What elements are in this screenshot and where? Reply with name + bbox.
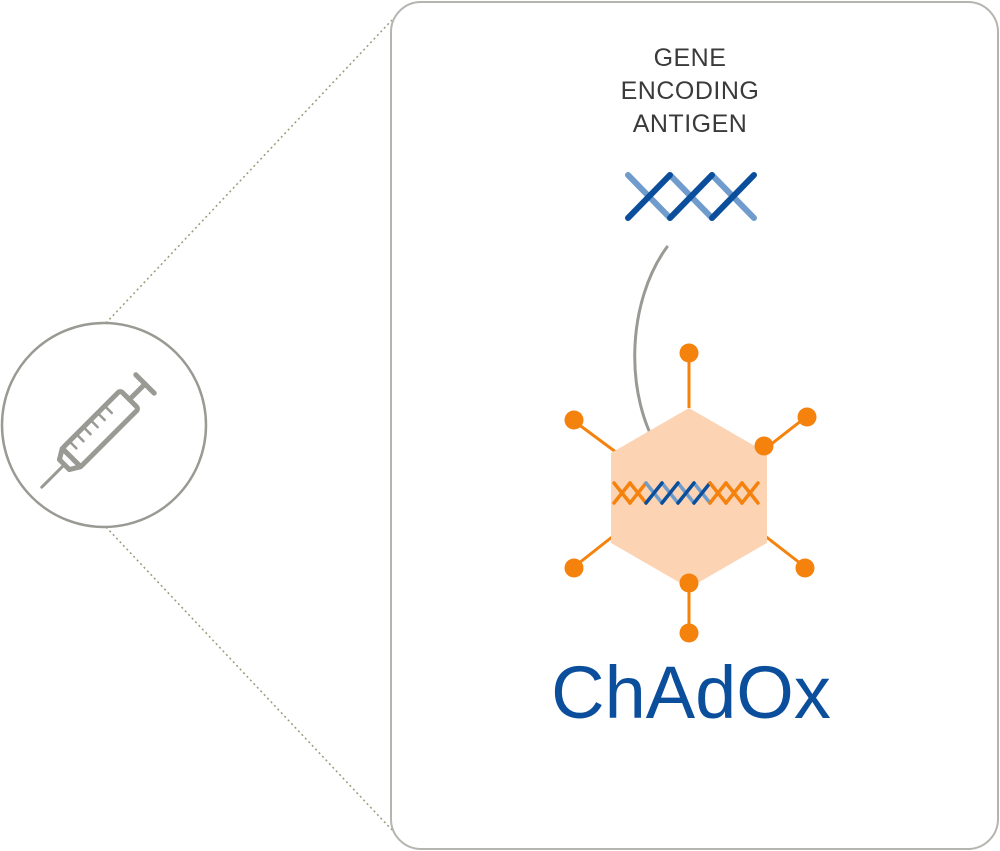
gene-label-line3: ANTIGEN [633,110,748,138]
viral-genome-helix [612,481,760,505]
virus-spike-heads [564,343,817,643]
vector-name: ChAdOx [551,651,831,734]
dna-helix-icon [625,172,757,221]
adenovirus-icon [564,343,817,643]
gene-label: GENE ENCODING ANTIGEN [621,44,760,138]
syringe-circle [0,321,208,529]
gene-label-line1: GENE [654,44,727,72]
connector-line-top [105,19,393,324]
gene-label-line2: ENCODING [621,77,760,105]
connector-line-bottom [105,526,393,831]
syringe-icon [40,372,157,489]
syringe-badge [0,321,208,529]
